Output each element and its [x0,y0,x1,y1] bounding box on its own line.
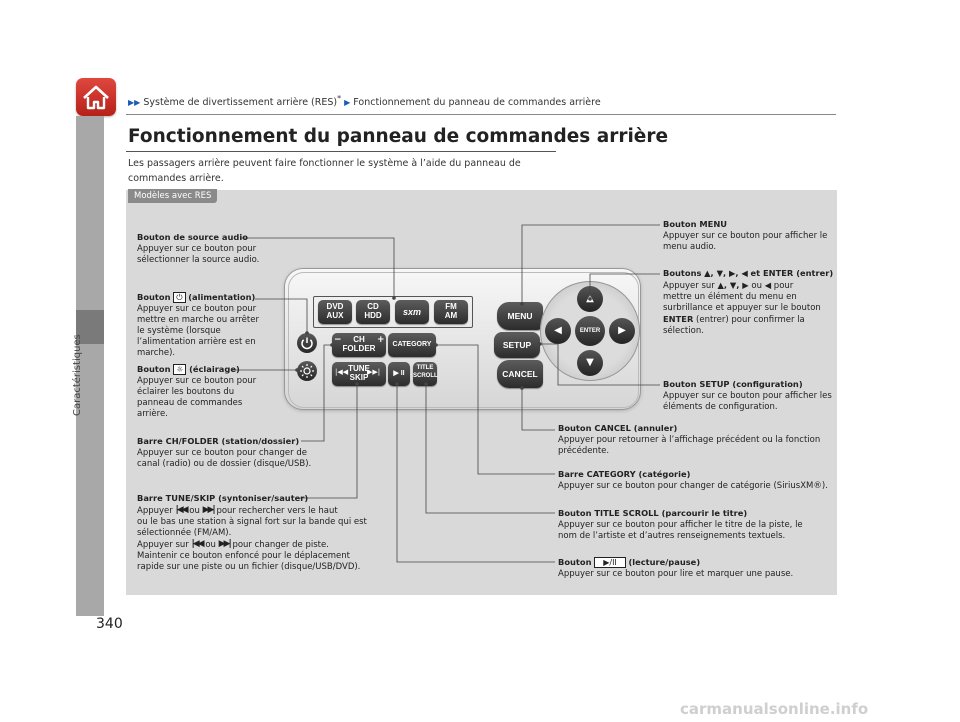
title-rule [126,151,556,152]
category-bar[interactable]: CATEGORY [388,333,436,357]
breadcrumb-arrow-icon: ▶ [344,98,351,108]
annotation-cancel: Bouton CANCEL (annuler) Appuyer pour ret… [558,423,821,456]
annotation-light: Bouton ☼ (éclairage) Appuyer sur ce bout… [137,364,257,419]
annotation-audio-source: Bouton de source audio Appuyer sur ce bo… [137,232,260,265]
power-icon [301,337,313,350]
light-button[interactable] [297,361,317,381]
skip-back-icon: |◀◀ [175,505,188,515]
arrow-glyphs-icon: ▲, ▼, ▶, ◀ [704,268,748,278]
header-rule [126,114,836,115]
breadcrumb-arrow-icon: ▶▶ [128,98,141,108]
sxm-button[interactable]: sxm [395,300,429,324]
model-tag: Modèles avec RES [128,189,218,203]
annotation-ch-folder: Barre CH/FOLDER (station/dossier) Appuye… [137,436,312,469]
sidebar-tab-active[interactable] [76,310,104,344]
annotation-category: Barre CATEGORY (catégorie) Appuyer sur c… [558,469,828,491]
cancel-button[interactable]: CANCEL [497,360,543,388]
light-icon: ☼ [173,364,187,375]
annotation-arrows: Boutons ▲, ▼, ▶, ◀ et ENTER (entrer) App… [663,268,834,336]
annotation-play-pause: Bouton ▶/II (lecture/pause) Appuyer sur … [558,557,794,579]
page-title: Fonctionnement du panneau de commandes a… [128,126,669,147]
skip-forward-icon: ▶▶| [202,505,216,515]
intro-text: Les passagers arrière peuvent faire fonc… [128,158,521,184]
breadcrumb-current: Fonctionnement du panneau de commandes a… [353,97,601,109]
power-icon: ⏻ [173,292,186,303]
sidebar [76,116,104,616]
home-icon [83,85,109,110]
left-arrow-icon: ◀ [764,280,772,290]
breadcrumb-link-res[interactable]: Système de divertissement arrière (RES) [143,97,338,109]
page-number: 340 [96,616,123,632]
light-icon [300,364,314,378]
skip-forward-icon: ▶▶| [367,368,381,376]
play-pause-icon: ▶/II [594,557,626,568]
skip-back-icon: |◀◀ [191,539,204,549]
down-arrow-button[interactable]: ▼ [577,350,603,376]
menu-button[interactable]: MENU [497,302,543,330]
breadcrumb: ▶▶ Système de divertissement arrière (RE… [128,94,601,108]
play-pause-button[interactable]: ▶ II [388,362,410,386]
watermark: carmanualsonline.info [680,700,869,718]
home-button[interactable] [76,78,116,116]
annotation-power: Bouton ⏻ (alimentation) Appuyer sur ce b… [137,292,259,358]
ch-folder-plus: + [377,335,385,345]
power-button[interactable] [297,333,317,353]
ch-folder-minus: − [334,335,342,345]
annotation-title-scroll: Bouton TITLE SCROLL (parcourir le titre)… [558,508,803,541]
enter-button[interactable]: ENTER [575,316,605,346]
annotation-menu: Bouton MENU Appuyer sur ce bouton pour a… [663,219,828,252]
right-arrow-button[interactable]: ▶ [609,318,635,344]
arrow-glyphs-icon: ▲, ▼, ▶ [717,280,749,290]
annotation-setup: Bouton SETUP (configuration) Appuyer sur… [663,379,832,412]
left-arrow-button[interactable]: ◀ [545,318,571,344]
skip-forward-icon: ▶▶| [218,539,232,549]
skip-back-icon: |◀◀ [335,368,349,376]
source-button-group [313,296,473,328]
setup-button[interactable]: SETUP [494,332,540,358]
breadcrumb-asterisk: * [337,94,342,103]
annotation-tune-skip: Barre TUNE/SKIP (syntoniser/sauter) Appu… [137,493,367,572]
